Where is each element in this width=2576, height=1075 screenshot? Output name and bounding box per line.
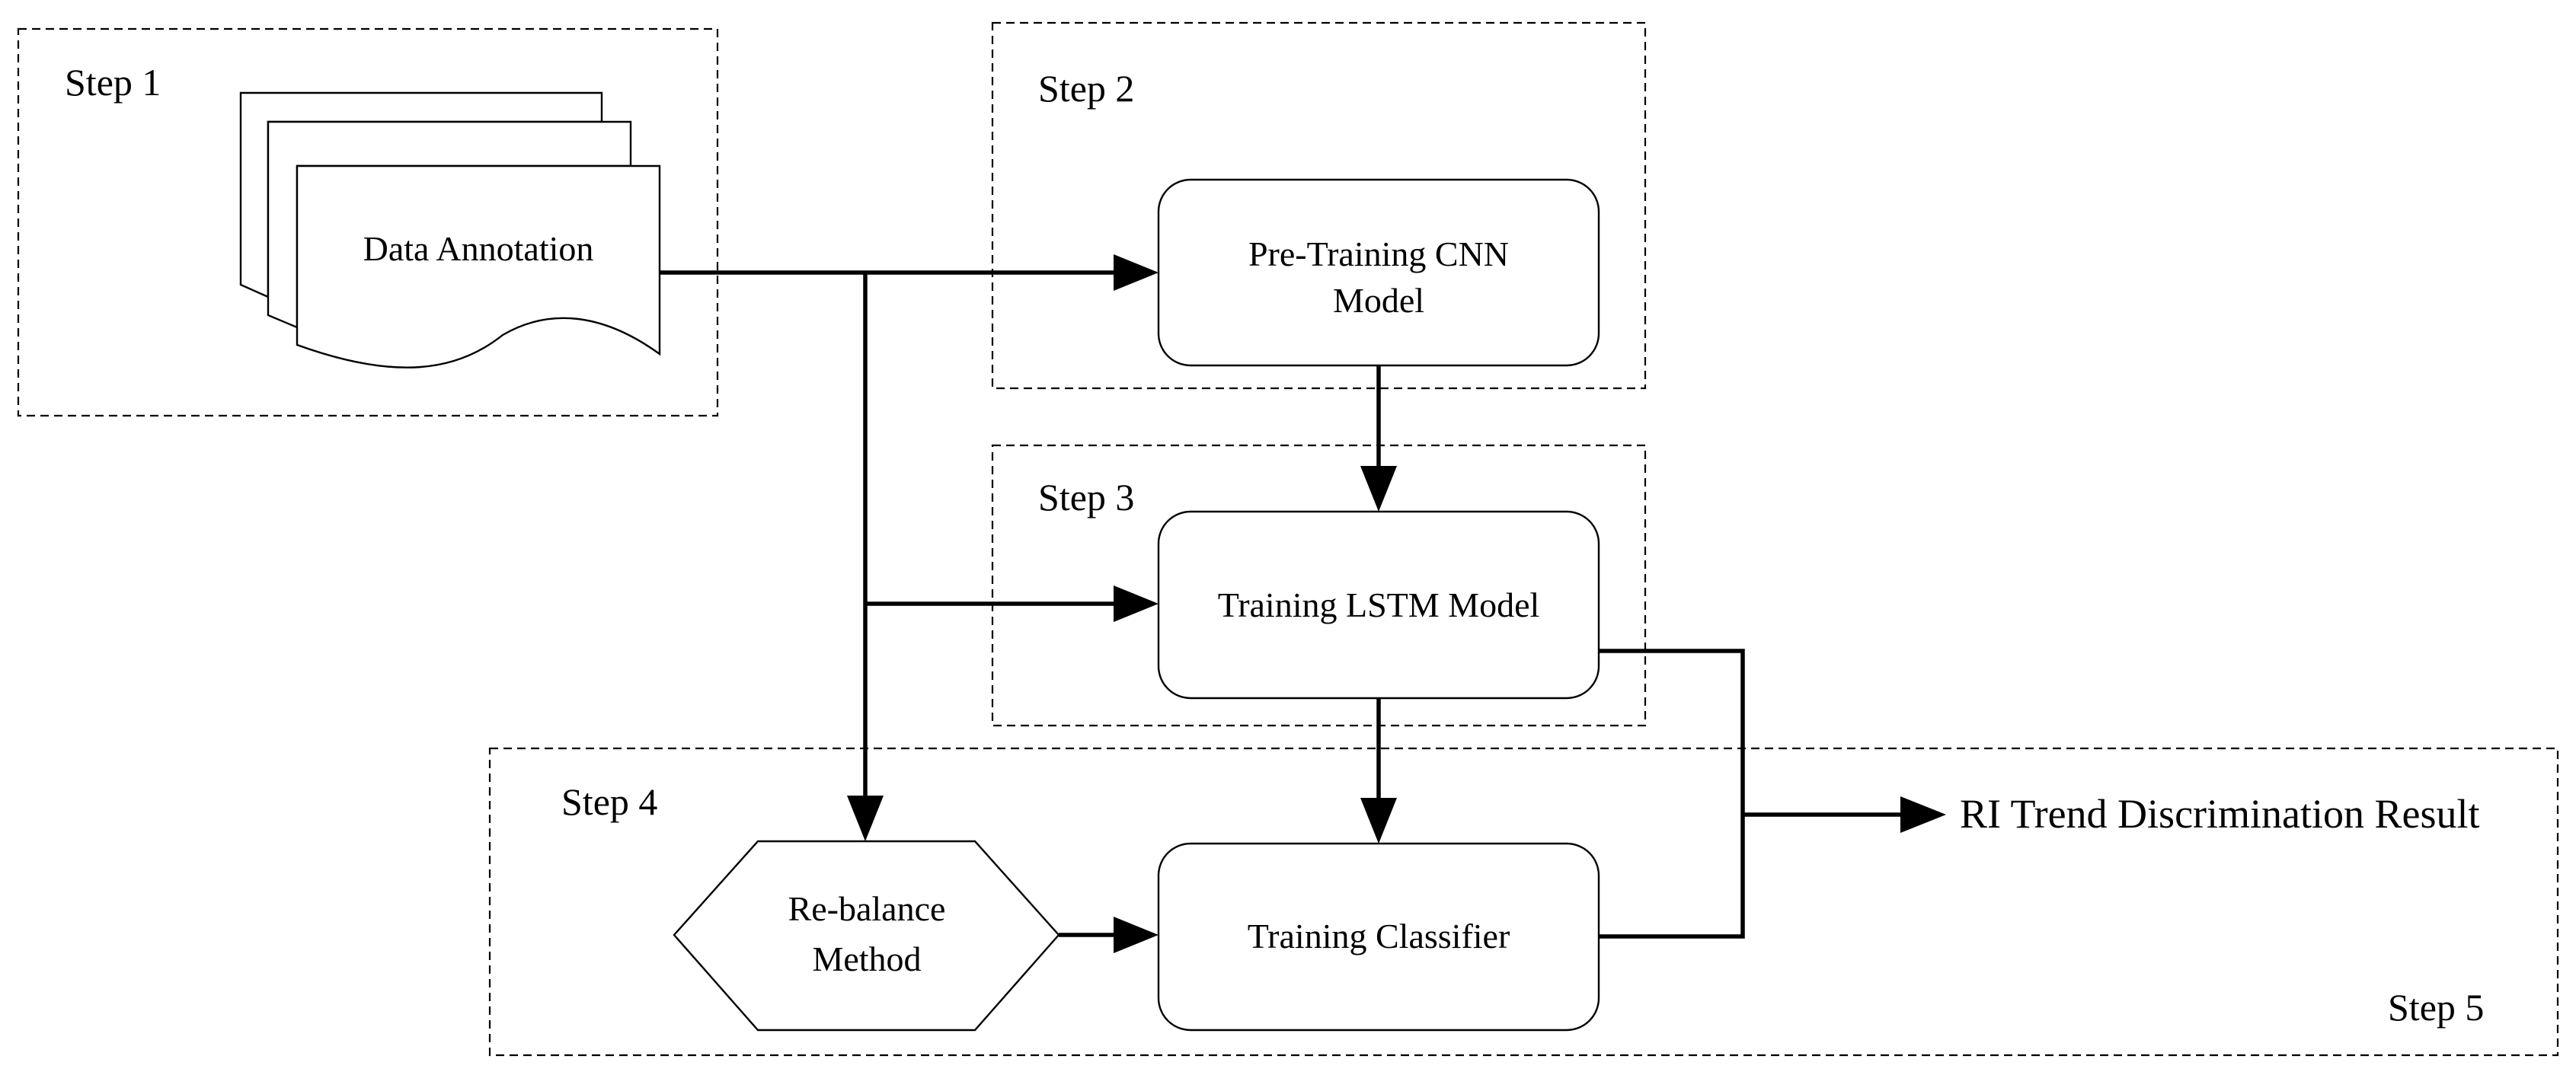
data-annotation-label: Data Annotation	[363, 229, 594, 268]
edge-lstm-output	[1599, 649, 1745, 815]
step4-label: Step 4	[561, 780, 657, 823]
step1-region	[17, 27, 719, 417]
step4-5-region	[488, 747, 2559, 1057]
edge-classifier-output	[1599, 815, 1745, 939]
data-annotation-documents	[239, 91, 661, 368]
rebalance-hexagon	[673, 840, 1060, 1032]
document-front-sheet	[296, 164, 661, 368]
step3-label: Step 3	[1038, 476, 1134, 518]
rebalance-label-line1: Re-balance	[788, 889, 946, 928]
pretraining-cnn-label-line2: Model	[1333, 281, 1424, 320]
arrowhead-rebalance-classifier	[1114, 917, 1159, 953]
step5-label: Step 5	[2388, 986, 2484, 1029]
arrowhead-lstm	[1114, 585, 1159, 622]
arrowhead-classifier	[1360, 798, 1397, 844]
rebalance-label-line2: Method	[812, 939, 921, 978]
step2-label: Step 2	[1038, 67, 1134, 110]
arrowhead-cnn-lstm	[1360, 466, 1397, 512]
training-classifier-label: Training Classifier	[1248, 917, 1510, 955]
pretraining-cnn-label-line1: Pre-Training CNN	[1248, 234, 1509, 273]
training-lstm-label: Training LSTM Model	[1218, 585, 1540, 624]
step2-region	[991, 21, 1647, 390]
result-label: RI Trend Discrimination Result	[1960, 791, 2480, 837]
arrowhead-rebalance	[847, 796, 884, 841]
arrowhead-cnn	[1114, 254, 1159, 291]
connectors	[660, 254, 1946, 953]
step1-label: Step 1	[65, 61, 161, 104]
arrowhead-result	[1900, 796, 1946, 833]
